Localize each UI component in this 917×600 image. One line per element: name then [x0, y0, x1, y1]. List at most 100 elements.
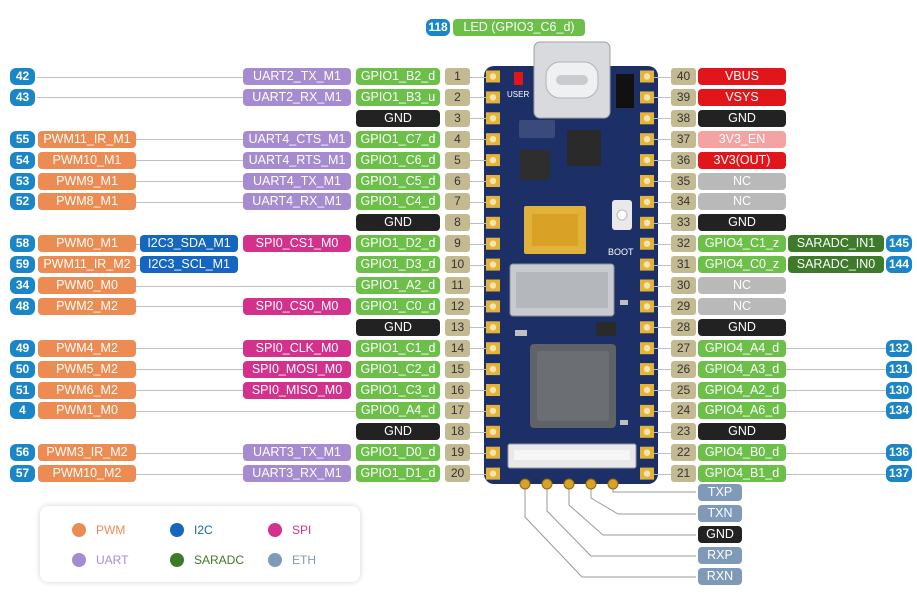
pin-number-32: 32 [671, 235, 696, 253]
gpio-number: 58 [10, 235, 35, 253]
gnd-label: GND [356, 318, 440, 336]
leader-line [136, 181, 243, 182]
pin-number-10: 10 [445, 256, 470, 274]
gpio-number: 42 [10, 68, 35, 85]
pin-connector [654, 327, 671, 329]
saradc-label: SARADC_IN1 [788, 235, 884, 253]
gpio-label: GPIO1_C7_d [356, 130, 440, 148]
pin-number-29: 29 [671, 297, 696, 315]
gpio-label: GPIO1_B3_u [356, 88, 440, 106]
pin-connector [470, 431, 486, 433]
gpio-number: 55 [10, 130, 35, 148]
gpio-number: 137 [886, 465, 912, 483]
legend-item-pwm: PWM [72, 522, 162, 538]
eth-txn-label: TXN [698, 505, 742, 522]
saradc-label: SARADC_IN0 [788, 256, 884, 274]
pin-connector [470, 306, 486, 308]
pwm-label: PWM0_M1 [38, 235, 136, 253]
user-led [514, 72, 523, 85]
leader-line [136, 264, 140, 266]
pin-number-1: 1 [445, 68, 470, 85]
pin-number-20: 20 [445, 465, 470, 483]
uart-label: UART4_RTS_M1 [243, 151, 351, 169]
gpio-number: 56 [10, 444, 35, 462]
gnd-label: GND [356, 423, 440, 441]
leader-line [37, 76, 243, 78]
gnd-label: GND [698, 423, 786, 441]
pin-number-21: 21 [671, 465, 696, 483]
gnd-label: GND [356, 109, 440, 127]
gpio-number: 132 [886, 339, 912, 357]
legend-label: SARADC [194, 553, 245, 567]
pin-connector [470, 76, 486, 78]
pin-connector [654, 264, 671, 266]
pin-number-35: 35 [671, 172, 696, 190]
gpio-label: GPIO1_B2_d [356, 68, 440, 85]
pin-connector [654, 410, 671, 412]
pin-number-40: 40 [671, 68, 696, 85]
pin-number-27: 27 [671, 339, 696, 357]
gpio-number: 34 [10, 277, 35, 294]
leader-line [786, 369, 886, 371]
gpio-number: 43 [10, 88, 35, 106]
pin-number-38: 38 [671, 109, 696, 127]
eth-pads [519, 478, 619, 490]
spi-label: SPI0_CS0_M0 [243, 297, 351, 315]
legend-label: ETH [292, 553, 316, 567]
gpio-label: GPIO4_B1_d [698, 465, 786, 483]
gnd-label: GND [698, 318, 786, 336]
gpio-number: 57 [10, 465, 35, 483]
gnd-label: GND [356, 214, 440, 232]
pwm-label: PWM10_M1 [38, 151, 136, 169]
leader-line [37, 97, 243, 99]
pin-connector [654, 76, 671, 78]
pin-connector [654, 348, 671, 350]
gnd-label: GND [698, 214, 786, 232]
pin-number-30: 30 [671, 277, 696, 294]
pin-connector [654, 243, 671, 245]
legend-label: UART [96, 553, 129, 567]
pin-number-4: 4 [445, 130, 470, 148]
uart-label: UART2_RX_M1 [243, 88, 351, 106]
legend-swatch [170, 553, 184, 567]
leader-line [136, 390, 243, 391]
pin-connector [470, 160, 486, 162]
pin-number-7: 7 [445, 193, 470, 211]
pin-connector [470, 369, 486, 371]
pin-connector [470, 201, 486, 203]
gpio-label: GPIO4_A3_d [698, 360, 786, 378]
led-gpio-label: LED (GPIO3_C6_d) [453, 19, 585, 36]
pin-number-22: 22 [671, 444, 696, 462]
uart-label: UART4_CTS_M1 [243, 130, 351, 148]
pin-connector [654, 452, 671, 454]
pin-number-36: 36 [671, 151, 696, 169]
leader-line [136, 473, 243, 475]
leader-line [136, 410, 356, 412]
power-label: VBUS [698, 68, 786, 85]
pin-connector [470, 390, 486, 391]
gpio-number: 130 [886, 381, 912, 399]
pin-number-2: 2 [445, 88, 470, 106]
gpio-label: GPIO1_D3_d [356, 256, 440, 274]
gpio-label: GPIO4_A4_d [698, 339, 786, 357]
spi-label: SPI0_CLK_M0 [243, 339, 351, 357]
pin-number-12: 12 [445, 297, 470, 315]
gpio-label: GPIO1_C3_d [356, 381, 440, 399]
leader-line [136, 243, 140, 245]
nc-label: NC [698, 172, 786, 190]
leader-line [136, 452, 243, 454]
gpio-label: GPIO1_A2_d [356, 277, 440, 294]
gpio-label: GPIO1_C6_d [356, 151, 440, 169]
gpio-number: 134 [886, 402, 912, 420]
pin-connector [470, 473, 486, 475]
gpio-label: GPIO4_A2_d [698, 381, 786, 399]
power-label: 3V3(OUT) [698, 151, 786, 169]
gpio-number: 51 [10, 381, 35, 399]
pin-connector [470, 452, 486, 454]
pin-number-11: 11 [445, 277, 470, 294]
pin-connector [470, 327, 486, 329]
en-label: 3V3_EN [698, 130, 786, 148]
gpio-label: GPIO4_C1_z [698, 235, 786, 253]
uart-label: UART4_TX_M1 [243, 172, 351, 190]
eth-txp-label: TXP [698, 484, 742, 501]
